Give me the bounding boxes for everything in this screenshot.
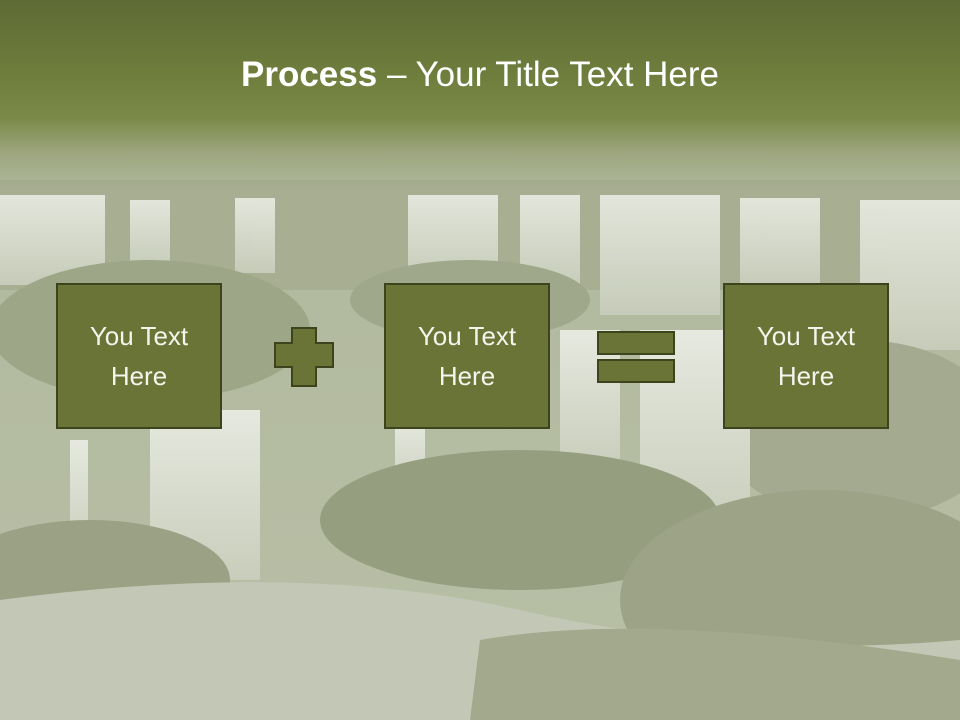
slide-title: Process – Your Title Text Here: [0, 52, 960, 98]
process-box-1[interactable]: You Text Here: [56, 283, 222, 429]
title-band: [0, 0, 960, 190]
process-box-1-text: You Text Here: [89, 321, 189, 391]
process-box-3[interactable]: You Text Here: [723, 283, 889, 429]
title-rest: – Your Title Text Here: [377, 55, 719, 94]
process-box-2-text: You Text Here: [417, 321, 517, 391]
process-box-2[interactable]: You Text Here: [384, 283, 550, 429]
process-box-3-text: You Text Here: [756, 321, 856, 391]
title-bold: Process: [241, 55, 378, 94]
